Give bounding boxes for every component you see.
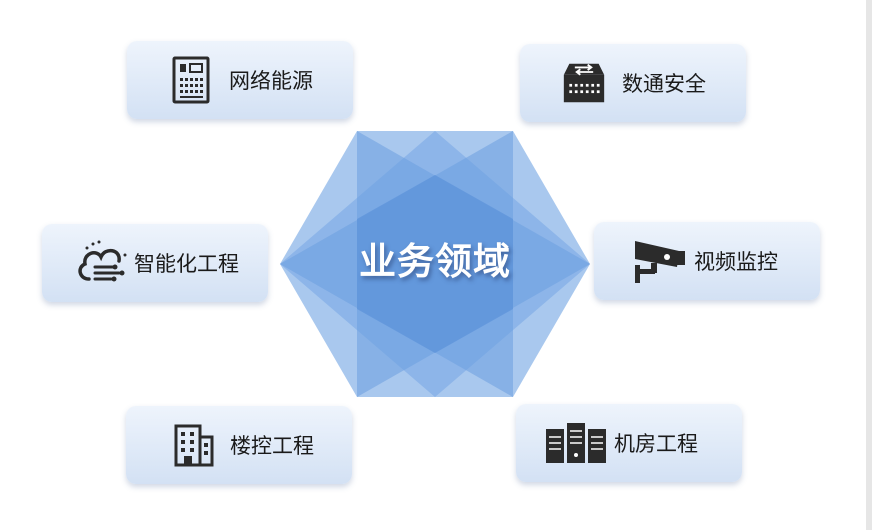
server-rack-icon <box>544 417 608 469</box>
card-building-control[interactable]: 楼控工程 <box>126 406 352 484</box>
network-switch-icon <box>562 57 606 109</box>
surveillance-camera-icon <box>630 235 690 287</box>
building-icon <box>172 419 216 471</box>
card-network-energy[interactable]: 网络能源 <box>127 41 353 119</box>
card-label: 机房工程 <box>614 432 698 456</box>
card-intelligent-engineering[interactable]: 智能化工程 <box>42 224 268 302</box>
server-panel-icon <box>169 54 213 106</box>
scrollbar[interactable] <box>866 0 872 530</box>
card-datacom-security[interactable]: 数通安全 <box>520 44 746 122</box>
card-video-surveillance[interactable]: 视频监控 <box>594 222 820 300</box>
card-label: 楼控工程 <box>230 434 314 458</box>
card-label: 视频监控 <box>694 250 778 274</box>
hexagon-core <box>357 175 513 353</box>
card-label: 数通安全 <box>622 72 706 96</box>
smart-cloud-icon <box>72 237 132 289</box>
center-hexagon <box>280 131 590 397</box>
card-label: 网络能源 <box>229 69 313 93</box>
card-label: 智能化工程 <box>134 252 239 276</box>
center-title: 业务领域 <box>359 240 511 283</box>
card-server-room[interactable]: 机房工程 <box>516 404 742 482</box>
